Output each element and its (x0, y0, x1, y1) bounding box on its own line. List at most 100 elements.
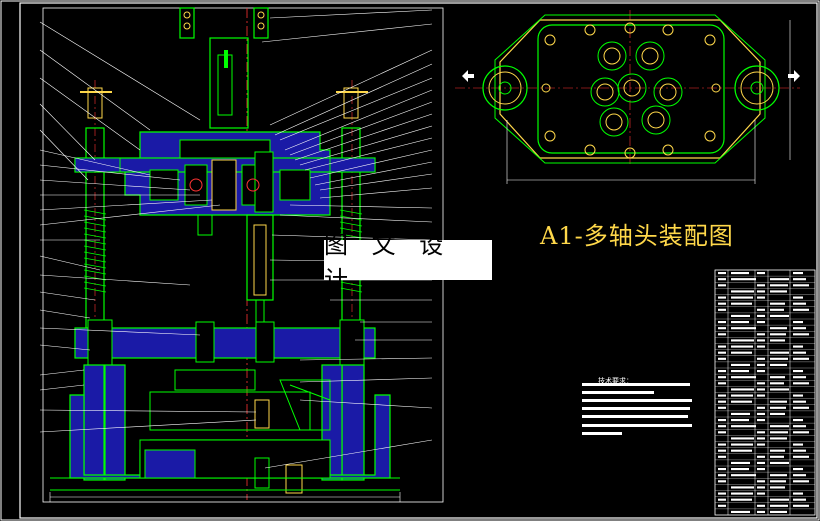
table-cell-text (731, 388, 754, 391)
table-cell-text (718, 351, 726, 354)
technical-notes (582, 383, 692, 435)
table-cell-text (770, 388, 789, 391)
table-cell-text (757, 333, 765, 336)
table-cell-text (757, 370, 765, 373)
watermark: 图 文 设 计 (324, 231, 492, 294)
table-cell-text (718, 302, 726, 305)
notes-title: 技术要求： (598, 377, 633, 385)
table-cell-text (793, 272, 803, 275)
table-cell-text (757, 455, 765, 458)
table-cell-text (793, 327, 806, 330)
table-cell-text (793, 443, 803, 446)
table-cell-text (757, 486, 765, 489)
table-cell-text (718, 400, 726, 403)
table-cell-text (757, 461, 765, 464)
table-cell-text (757, 504, 765, 507)
table-cell-text (718, 419, 726, 422)
table-cell-text (731, 278, 756, 281)
table-cell-text (757, 290, 765, 293)
table-cell-text (770, 449, 785, 452)
table-cell-text (793, 474, 806, 477)
table-cell-text (731, 314, 750, 317)
table-cell-text (770, 302, 785, 305)
table-cell-text (757, 284, 765, 287)
table-cell-text (718, 278, 726, 281)
table-cell-text (770, 290, 787, 293)
table-cell-text (757, 321, 765, 324)
table-cell-text (770, 498, 789, 501)
table-cell-text (793, 308, 809, 311)
table-cell-text (731, 461, 750, 464)
table-cell-text (757, 357, 765, 360)
table-cell-text (718, 370, 726, 373)
table-cell-text (793, 425, 806, 428)
table-cell-text (757, 510, 765, 513)
table-cell-text (770, 308, 784, 311)
table-cell-text (770, 437, 787, 440)
table-cell-text (718, 327, 726, 330)
table-cell-text (731, 339, 754, 342)
table-cell-text (770, 400, 787, 403)
table-cell-text (793, 480, 809, 483)
table-cell-text (731, 437, 754, 440)
table-cell-text (770, 461, 789, 464)
table-cell-text (770, 357, 788, 360)
table-cell-text (793, 504, 809, 507)
table-cell-text (793, 394, 803, 397)
table-cell-text (757, 296, 765, 299)
table-cell-text (770, 351, 789, 354)
table-cell-text (770, 425, 789, 428)
table-cell-text (757, 382, 765, 385)
table-cell-text (793, 376, 806, 379)
table-cell-text (793, 498, 806, 501)
table-cell-text (731, 498, 752, 501)
top-view (455, 10, 800, 184)
table-cell-text (770, 455, 784, 458)
table-cell-text (770, 382, 784, 385)
table-cell-text (793, 333, 809, 336)
table-cell-text (757, 388, 765, 391)
table-cell-text (770, 474, 787, 477)
table-cell-text (757, 314, 765, 317)
table-cell-text (793, 345, 803, 348)
table-cell-text (757, 492, 765, 495)
table-cell-text (731, 510, 750, 513)
table-cell-text (731, 425, 756, 428)
table-cell-text (731, 449, 752, 452)
table-cell-text (770, 504, 788, 507)
table-cell-text (731, 296, 753, 299)
table-cell-text (731, 474, 756, 477)
table-cell-text (757, 431, 765, 434)
inner-border (19, 2, 818, 519)
table-cell-text (793, 382, 809, 385)
table-cell-text (718, 492, 726, 495)
table-cell-text (718, 504, 726, 507)
table-cell-text (718, 498, 726, 501)
table-cell-text (770, 314, 789, 317)
table-cell-text (757, 419, 765, 422)
table-cell-text (731, 370, 749, 373)
table-cell-text (718, 480, 726, 483)
table-cell-text (718, 443, 726, 446)
table-cell-text (731, 412, 750, 415)
table-cell-text (718, 296, 726, 299)
table-cell-text (793, 455, 809, 458)
table-cell-text (731, 376, 756, 379)
table-cell-text (793, 492, 803, 495)
table-cell-text (731, 394, 753, 397)
table-cell-text (731, 419, 749, 422)
table-cell-text (757, 363, 765, 366)
table-cell-text (718, 406, 726, 409)
table-cell-text (770, 339, 785, 342)
table-cell-text (757, 406, 765, 409)
table-cell-text (718, 376, 726, 379)
table-cell-text (718, 394, 726, 397)
table-cell-text (718, 345, 726, 348)
table-cell-text (757, 394, 765, 397)
table-cell-text (718, 468, 726, 471)
arrow-marker (788, 70, 800, 82)
table-cell-text (718, 425, 726, 428)
table-cell-text (718, 333, 726, 336)
